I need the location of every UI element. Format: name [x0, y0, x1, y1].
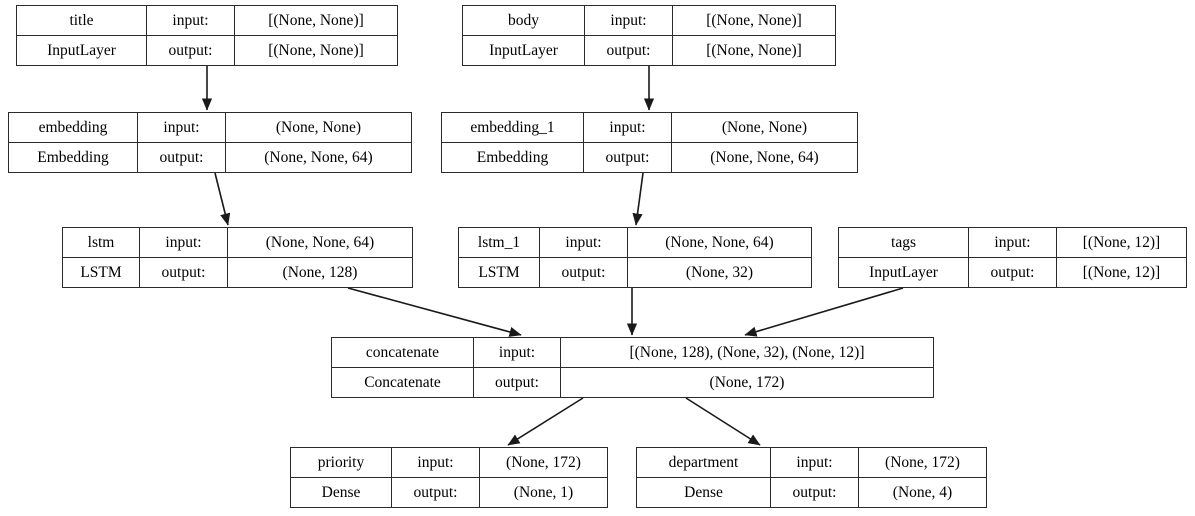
edge-lstm-to-concatenate	[347, 287, 522, 337]
output-label-cell: output:	[147, 36, 235, 65]
edge-concatenate-to-priority	[507, 397, 584, 446]
output-label-cell: output:	[392, 478, 480, 507]
input-label-cell: input:	[585, 6, 673, 35]
edge-embedding_1-to-lstm_1	[632, 172, 644, 226]
output-shape-cell: (None, None, 64)	[710, 148, 819, 166]
output-shape-cell: (None, None, 64)	[264, 148, 373, 166]
input-label-cell: input:	[771, 448, 859, 477]
input-shape-cell: (None, None)	[721, 118, 808, 136]
layer-name-cell: embedding	[9, 113, 138, 142]
layer-class-cell: InputLayer	[839, 258, 969, 287]
edge-concatenate-to-department	[685, 397, 761, 446]
output-label-cell: output:	[474, 368, 561, 397]
input-shape-cell: [(None, None)]	[268, 11, 364, 29]
layer-class-cell: Dense	[637, 478, 771, 507]
layer-class-cell: LSTM	[459, 258, 540, 287]
layer-class-cell: Embedding	[9, 143, 138, 172]
output-shape-cell: (None, 128)	[282, 263, 358, 281]
edge-tags-to-concatenate	[744, 287, 904, 337]
output-shape-cell: [(None, None)]	[706, 41, 802, 59]
layer-name-cell: title	[17, 6, 147, 35]
output-label-cell: output:	[138, 143, 226, 172]
input-shape-cell: (None, 172)	[885, 453, 960, 471]
layer-class-cell: Dense	[291, 478, 392, 507]
input-label-cell: input:	[474, 338, 561, 367]
output-label-cell: output:	[140, 258, 228, 287]
input-shape-cell: (None, 172)	[506, 453, 581, 471]
output-label-cell: output:	[584, 143, 672, 172]
input-label-cell: input:	[540, 228, 628, 257]
output-shape-cell: (None, 172)	[709, 373, 785, 391]
layer-name-cell: concatenate	[332, 338, 474, 367]
output-shape-cell: [(None, None)]	[268, 41, 364, 59]
input-label-cell: input:	[969, 228, 1057, 257]
output-shape-cell: (None, 32)	[685, 263, 754, 281]
layer-name-cell: embedding_1	[442, 113, 584, 142]
layer-name-cell: lstm	[63, 228, 140, 257]
output-label-cell: output:	[969, 258, 1057, 287]
edge-embedding-to-lstm	[214, 172, 231, 226]
layer-name-cell: department	[637, 448, 771, 477]
output-shape-cell: (None, 4)	[892, 483, 953, 501]
input-label-cell: input:	[138, 113, 226, 142]
layer-class-cell: Concatenate	[332, 368, 474, 397]
input-label-cell: input:	[584, 113, 672, 142]
layer-class-cell: Embedding	[442, 143, 584, 172]
input-shape-cell: [(None, 128), (None, 32), (None, 12)]	[629, 343, 865, 361]
input-shape-cell: [(None, 12)]	[1082, 233, 1161, 251]
layer-class-cell: InputLayer	[17, 36, 147, 65]
layer-name-cell: lstm_1	[459, 228, 540, 257]
output-shape-cell: (None, 1)	[513, 483, 574, 501]
layer-name-cell: priority	[291, 448, 392, 477]
output-label-cell: output:	[540, 258, 628, 287]
input-label-cell: input:	[392, 448, 480, 477]
layer-name-cell: tags	[839, 228, 969, 257]
output-shape-cell: [(None, 12)]	[1082, 263, 1161, 281]
input-shape-cell: (None, None, 64)	[265, 233, 375, 251]
layer-name-cell: body	[463, 6, 585, 35]
output-label-cell: output:	[771, 478, 859, 507]
input-shape-cell: [(None, None)]	[706, 11, 802, 29]
input-shape-cell: (None, None)	[275, 118, 362, 136]
input-label-cell: input:	[140, 228, 228, 257]
output-label-cell: output:	[585, 36, 673, 65]
input-shape-cell: (None, None, 64)	[665, 233, 774, 251]
input-label-cell: input:	[147, 6, 235, 35]
layer-class-cell: LSTM	[63, 258, 140, 287]
layer-class-cell: InputLayer	[463, 36, 585, 65]
